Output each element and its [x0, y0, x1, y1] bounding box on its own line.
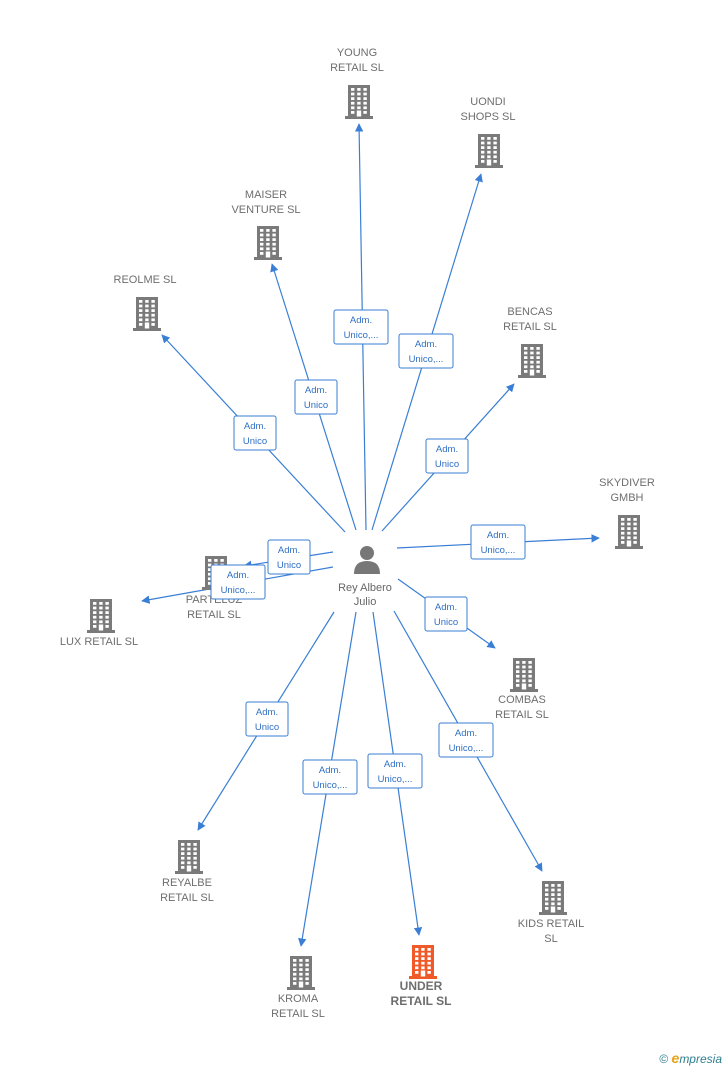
company-label: KROMA	[278, 993, 319, 1005]
person-name: Julio	[354, 596, 377, 608]
relation-text: Adm.	[227, 570, 249, 581]
relation-text: Unico	[435, 459, 459, 470]
company-label: UNDER	[400, 979, 443, 993]
company-node-maiser[interactable]: MAISER VENTURE SL	[231, 189, 301, 260]
relation-label-kids[interactable]: Adm. Unico,...	[438, 722, 494, 758]
relation-text: Adm.	[384, 759, 406, 770]
relation-text: Unico,...	[344, 330, 379, 341]
company-label: SKYDIVER	[599, 477, 655, 489]
company-label: YOUNG	[337, 47, 377, 59]
company-node-reolme[interactable]: REOLME SL	[114, 274, 177, 331]
company-node-combas[interactable]: COMBAS RETAIL SL	[495, 658, 549, 721]
relation-text: Unico,...	[221, 585, 256, 596]
company-label: SHOPS SL	[460, 111, 515, 123]
relation-text: Unico	[255, 722, 279, 733]
company-label: LUX RETAIL SL	[60, 636, 138, 648]
company-node-bencas[interactable]: BENCAS RETAIL SL	[503, 306, 557, 378]
person-icon	[354, 546, 380, 574]
building-icon	[409, 945, 437, 979]
company-label: RETAIL SL	[503, 321, 557, 333]
relation-text: Adm.	[487, 530, 509, 541]
company-label: REYALBE	[162, 877, 212, 889]
relation-text: Unico,...	[481, 545, 516, 556]
relation-text: Adm.	[278, 545, 300, 556]
company-label: RETAIL SL	[187, 609, 241, 621]
relation-text: Unico,...	[313, 780, 348, 791]
relation-label-combas[interactable]: Adm. Unico	[424, 596, 468, 632]
company-node-kroma[interactable]: KROMA RETAIL SL	[271, 956, 325, 1020]
building-icon	[175, 840, 203, 874]
relation-label-maiser[interactable]: Adm. Unico	[294, 379, 338, 415]
relation-label-skydiver[interactable]: Adm. Unico,...	[470, 524, 526, 560]
relation-text: Adm.	[256, 707, 278, 718]
relation-text: Adm.	[319, 765, 341, 776]
relation-label-young[interactable]: Adm. Unico,...	[333, 309, 389, 345]
company-label: RETAIL SL	[160, 892, 214, 904]
company-label: KIDS RETAIL	[518, 918, 584, 930]
relation-text: Adm.	[436, 444, 458, 455]
building-icon	[87, 599, 115, 633]
building-icon	[539, 881, 567, 915]
building-icon	[133, 297, 161, 331]
relations-layer: Adm.Unico,...Adm.Unico,...Adm.UnicoAdm.U…	[210, 309, 526, 795]
relation-text: Unico	[277, 560, 301, 571]
company-node-reyalbe[interactable]: REYALBE RETAIL SL	[160, 840, 214, 904]
relation-text: Unico,...	[409, 354, 444, 365]
company-label: RETAIL SL	[495, 709, 549, 721]
building-icon	[615, 515, 643, 549]
relation-label-under[interactable]: Adm. Unico,...	[367, 753, 423, 789]
company-label: SL	[544, 933, 557, 945]
relation-text: Unico	[243, 436, 267, 447]
company-label: RETAIL SL	[391, 994, 452, 1008]
building-icon	[345, 85, 373, 119]
relation-label-uondi[interactable]: Adm. Unico,...	[398, 333, 454, 369]
relation-text: Adm.	[305, 385, 327, 396]
relation-text: Adm.	[415, 339, 437, 350]
nodes-layer: YOUNG RETAIL SL UONDI SHOPS SL MAISER VENTURE…	[60, 47, 655, 1020]
building-icon	[254, 226, 282, 260]
company-node-young[interactable]: YOUNG RETAIL SL	[330, 47, 384, 119]
relation-label-parteluz[interactable]: Adm. Unico	[267, 539, 311, 575]
company-label: BENCAS	[507, 306, 552, 318]
company-node-uondi[interactable]: UONDI SHOPS SL	[460, 96, 516, 168]
relation-label-reolme[interactable]: Adm. Unico	[233, 415, 277, 451]
relation-text: Unico,...	[378, 774, 413, 785]
building-icon	[510, 658, 538, 692]
relation-label-kroma[interactable]: Adm. Unico,...	[302, 759, 358, 795]
company-node-lux[interactable]: LUX RETAIL SL	[60, 599, 138, 648]
company-node-kids[interactable]: KIDS RETAIL SL	[518, 881, 584, 945]
company-label: COMBAS	[498, 694, 546, 706]
relation-text: Adm.	[244, 421, 266, 432]
relation-text: Adm.	[455, 728, 477, 739]
relation-text: Adm.	[435, 602, 457, 613]
company-label: VENTURE SL	[231, 204, 300, 216]
edges-layer	[141, 123, 600, 947]
relation-text: Adm.	[350, 315, 372, 326]
relation-text: Unico,...	[449, 743, 484, 754]
brand-logo: empresia	[671, 1050, 722, 1066]
company-label: UONDI	[470, 96, 505, 108]
company-label: REOLME SL	[114, 274, 177, 286]
copyright-icon: ©	[659, 1052, 669, 1066]
relation-label-bencas[interactable]: Adm. Unico	[425, 438, 469, 474]
company-label: GMBH	[611, 492, 644, 504]
company-node-skydiver[interactable]: SKYDIVER GMBH	[599, 477, 655, 549]
relation-text: Unico	[304, 400, 328, 411]
building-icon	[287, 956, 315, 990]
company-label: RETAIL SL	[271, 1008, 325, 1020]
footer-brand: © empresia	[659, 1050, 722, 1066]
relation-text: Unico	[434, 617, 458, 628]
relation-label-reyalbe[interactable]: Adm. Unico	[245, 701, 289, 737]
building-icon	[518, 344, 546, 378]
building-icon	[475, 134, 503, 168]
company-label: MAISER	[245, 189, 287, 201]
relation-label-lux[interactable]: Adm. Unico,...	[210, 564, 266, 600]
person-name: Rey Albero	[338, 582, 392, 594]
company-label: RETAIL SL	[330, 62, 384, 74]
